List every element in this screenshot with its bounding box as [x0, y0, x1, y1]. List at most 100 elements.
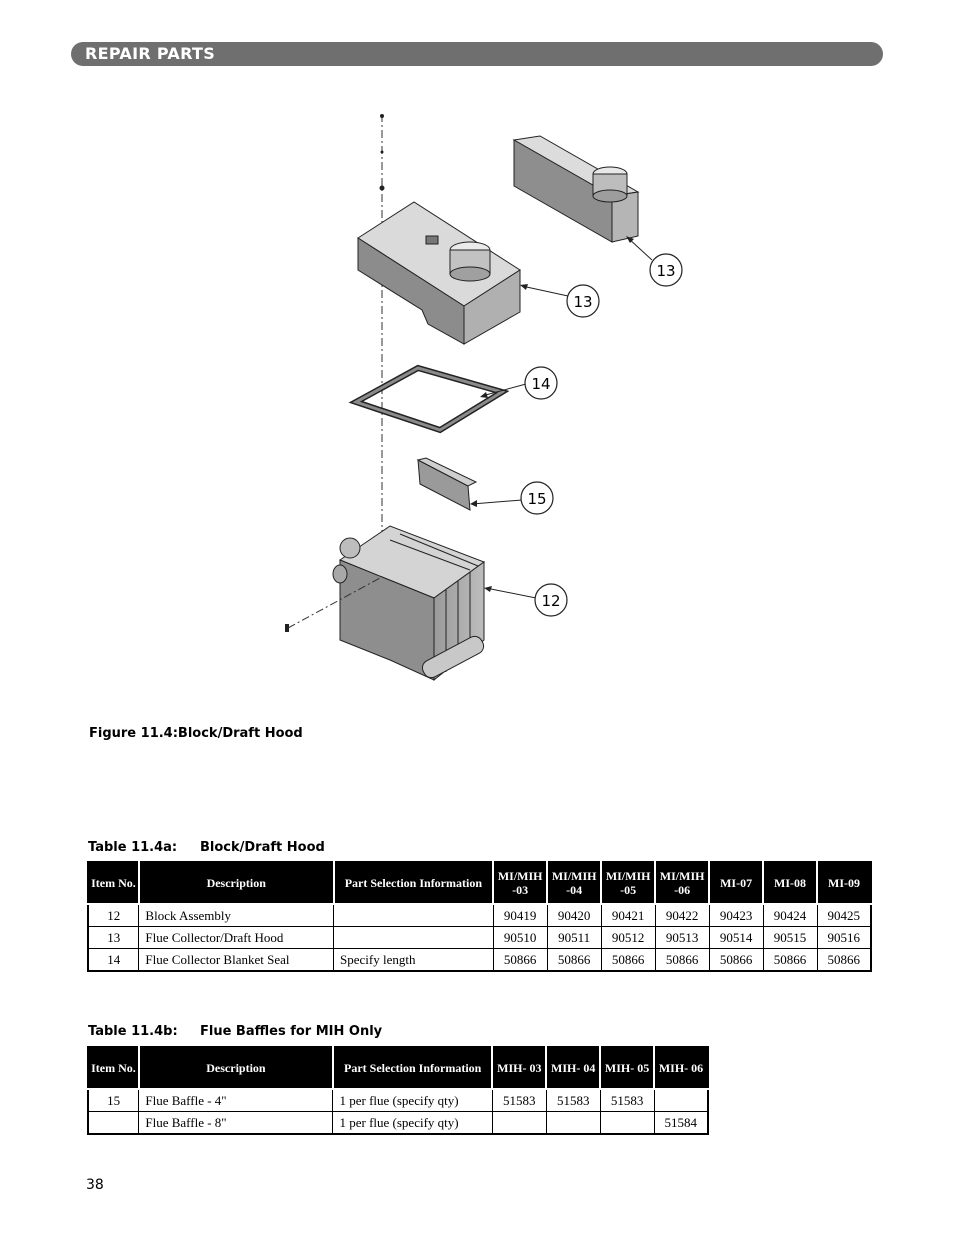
cell-part-number: 90512	[600, 926, 656, 949]
table-header-row: Item No. Description Part Selection Info…	[88, 862, 871, 905]
cell-part-number: 90510	[492, 926, 548, 949]
cell-part-number: 50866	[816, 948, 872, 972]
cell-part-number: 90421	[600, 903, 656, 927]
cell-part-number	[599, 1111, 655, 1135]
callout-14: 14	[524, 366, 558, 400]
cell-part-number: 90420	[546, 903, 602, 927]
svg-text:14: 14	[531, 375, 550, 393]
cell-part-number: 51583	[491, 1088, 547, 1112]
table-flue-baffles: Item No. Description Part Selection Info…	[87, 1046, 709, 1135]
cell-description: Flue Collector/Draft Hood	[138, 926, 335, 949]
cell-part-number: 90422	[654, 903, 710, 927]
exploded-view-figure: 13 13 14 15 12	[285, 114, 683, 682]
cell-part-info	[333, 926, 494, 949]
header-model: MI/MIH -03	[492, 862, 549, 905]
header-part-selection: Part Selection Information	[332, 862, 495, 905]
cell-part-number: 51584	[653, 1111, 709, 1135]
header-item-no: Item No.	[88, 1047, 140, 1090]
cell-description: Block Assembly	[138, 903, 335, 927]
header-model: MI-08	[762, 862, 818, 905]
callout-15: 15	[520, 481, 554, 515]
cell-part-number	[653, 1088, 709, 1112]
cell-part-number: 50866	[654, 948, 710, 972]
table-row: 15 Flue Baffle - 4" 1 per flue (specify …	[87, 1088, 709, 1112]
table-row: 14 Flue Collector Blanket Seal Specify l…	[87, 948, 872, 972]
section-title: REPAIR PARTS	[85, 44, 216, 63]
cell-description: Flue Collector Blanket Seal	[138, 948, 335, 972]
cell-part-number: 50866	[492, 948, 548, 972]
cell-part-number: 90424	[762, 903, 818, 927]
table-row: 12 Block Assembly 90419 90420 90421 9042…	[87, 903, 872, 927]
table-b-caption: Table 11.4b: Flue Baffles for MIH Only	[88, 1024, 382, 1039]
cell-part-number: 90419	[492, 903, 548, 927]
svg-text:13: 13	[573, 293, 592, 311]
cell-item: 12	[87, 903, 140, 927]
cell-part-number: 50866	[762, 948, 818, 972]
header-model: MI/MIH -05	[600, 862, 657, 905]
cell-part-number: 90515	[762, 926, 818, 949]
cell-description: Flue Baffle - 8"	[138, 1111, 334, 1135]
screw-icon	[380, 114, 384, 118]
header-model: MIH- 04	[545, 1047, 602, 1090]
draft-hood-large	[357, 201, 521, 345]
callout-13-small: 13	[649, 253, 683, 287]
table-b-title: Flue Baffles for MIH Only	[200, 1024, 383, 1039]
cell-part-number	[545, 1111, 601, 1135]
table-row: Flue Baffle - 8" 1 per flue (specify qty…	[87, 1111, 709, 1135]
page-number: 38	[86, 1177, 104, 1193]
svg-text:12: 12	[541, 592, 560, 610]
cell-part-number: 51583	[545, 1088, 601, 1112]
header-part-selection: Part Selection Information	[331, 1047, 494, 1090]
table-row: 13 Flue Collector/Draft Hood 90510 90511…	[87, 926, 872, 949]
cell-part-number: 90423	[708, 903, 764, 927]
header-model: MI/MIH -06	[654, 862, 711, 905]
header-model: MIH- 06	[653, 1047, 708, 1090]
cell-part-number: 90514	[708, 926, 764, 949]
header-item-no: Item No.	[88, 862, 140, 905]
table-header-row: Item No. Description Part Selection Info…	[88, 1047, 708, 1090]
table-a-label: Table 11.4a:	[88, 840, 178, 855]
table-block-draft-hood: Item No. Description Part Selection Info…	[87, 861, 872, 972]
header-model: MI-09	[816, 862, 871, 905]
cell-part-number: 90511	[546, 926, 602, 949]
header-model: MIH- 05	[599, 1047, 656, 1090]
table-b-label: Table 11.4b:	[88, 1024, 178, 1039]
cell-part-number: 90516	[816, 926, 872, 949]
cell-part-number: 50866	[546, 948, 602, 972]
cell-part-number: 51583	[599, 1088, 655, 1112]
table-a-caption: Table 11.4a: Block/Draft Hood	[88, 840, 325, 855]
flue-baffle	[416, 457, 478, 511]
svg-text:15: 15	[527, 490, 546, 508]
cell-part-number: 90513	[654, 926, 710, 949]
cell-item: 15	[87, 1088, 140, 1112]
cell-part-number: 50866	[600, 948, 656, 972]
screw-line	[287, 577, 381, 629]
cell-part-info	[333, 903, 494, 927]
screw-icon	[285, 624, 289, 632]
washer-icon	[380, 150, 384, 154]
cell-part-info: 1 per flue (specify qty)	[332, 1088, 493, 1112]
cell-part-number: 90425	[816, 903, 872, 927]
section-banner: REPAIR PARTS	[71, 42, 883, 66]
block-assembly	[332, 525, 486, 682]
cell-description: Flue Baffle - 4"	[138, 1088, 334, 1112]
header-model: MI-07	[708, 862, 765, 905]
table-a-title: Block/Draft Hood	[200, 840, 325, 855]
header-model: MIH- 03	[491, 1047, 548, 1090]
nut-icon	[379, 185, 385, 191]
header-description: Description	[137, 1047, 334, 1090]
draft-hood-small	[512, 135, 640, 243]
cell-part-info: Specify length	[333, 948, 494, 972]
cell-item: 13	[87, 926, 140, 949]
blanket-seal	[348, 364, 510, 434]
svg-text:13: 13	[656, 262, 675, 280]
cell-part-number: 50866	[708, 948, 764, 972]
header-description: Description	[137, 862, 335, 905]
figure-caption: Figure 11.4:Block/Draft Hood	[89, 726, 303, 741]
cell-part-info: 1 per flue (specify qty)	[332, 1111, 493, 1135]
cell-item: 14	[87, 948, 140, 972]
cell-item	[87, 1111, 140, 1135]
header-model: MI/MIH -04	[546, 862, 603, 905]
callout-12: 12	[534, 583, 568, 617]
cell-part-number	[491, 1111, 547, 1135]
